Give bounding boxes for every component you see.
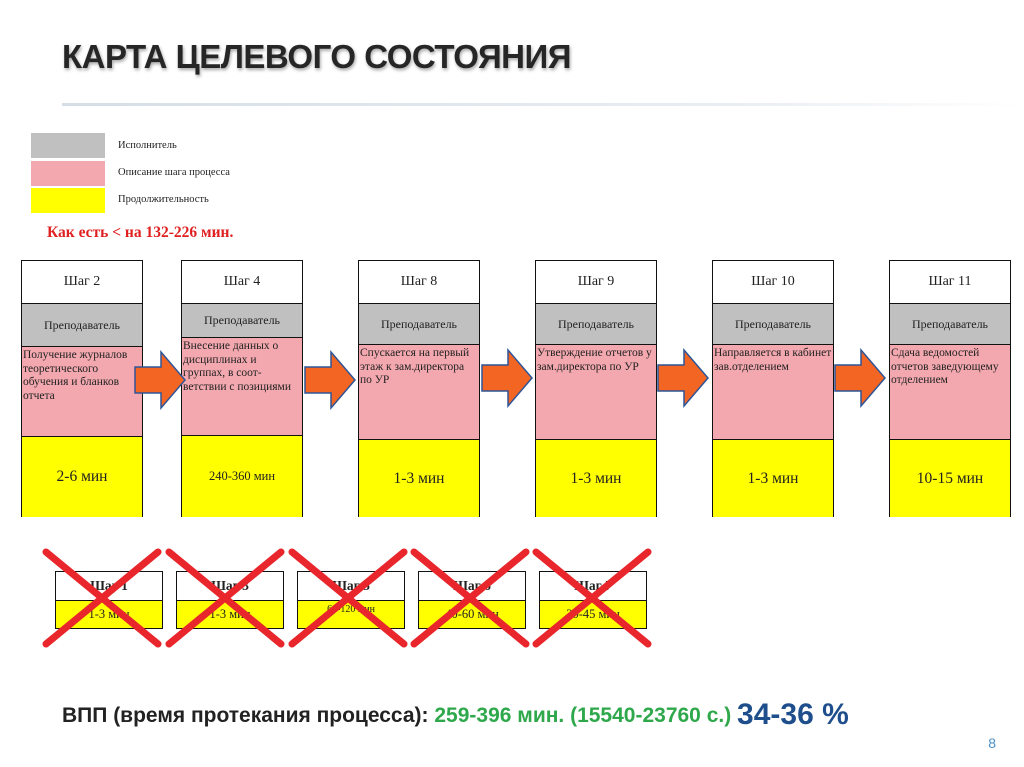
as-is-note: Как есть < на 132-226 мин.	[47, 224, 234, 241]
title-divider	[62, 103, 1024, 106]
step-description: Утверждение отчетов у зам.директора по У…	[536, 345, 656, 440]
legend-label-performer: Исполнитель	[118, 140, 177, 151]
step-title: Шаг 8	[359, 261, 479, 304]
cross-out-icon	[42, 548, 162, 648]
process-time-label: ВПП (время протекания процесса):	[62, 704, 429, 727]
step-performer: Преподаватель	[22, 304, 142, 347]
flow-arrow-icon	[481, 348, 533, 408]
step-title: Шаг 11	[890, 261, 1010, 304]
step-box-8: Шаг 8 Преподаватель Спускается на первый…	[358, 260, 480, 517]
step-performer: Преподаватель	[182, 304, 302, 338]
step-box-11: Шаг 11 Преподаватель Сдача ведомостей от…	[889, 260, 1011, 517]
legend-swatch-duration	[31, 188, 105, 213]
step-performer: Преподаватель	[359, 304, 479, 345]
page-number: 8	[988, 735, 996, 751]
step-duration: 10-15 мин	[890, 440, 1010, 517]
step-description: Сдача ведомостей отчетов заведующему отд…	[890, 345, 1010, 440]
step-description: Внесение данных о дисциплинах и группах,…	[182, 338, 302, 436]
step-title: Шаг 9	[536, 261, 656, 304]
step-duration: 1-3 мин	[713, 440, 833, 517]
step-title: Шаг 10	[713, 261, 833, 304]
page-title: КАРТА ЦЕЛЕВОГО СОСТОЯНИЯ	[62, 38, 571, 75]
step-box-4: Шаг 4 Преподаватель Внесение данных о ди…	[181, 260, 303, 517]
cross-out-icon	[288, 548, 408, 648]
step-performer: Преподаватель	[890, 304, 1010, 345]
process-time-value: 259-396 мин. (15540-23760 с.)	[434, 704, 732, 727]
step-title: Шаг 4	[182, 261, 302, 304]
step-performer: Преподаватель	[536, 304, 656, 345]
process-time-percent: 34-36 %	[737, 698, 849, 731]
cross-out-icon	[532, 548, 652, 648]
step-duration: 2-6 мин	[22, 437, 142, 517]
step-duration: 1-3 мин	[536, 440, 656, 517]
legend-swatch-performer	[31, 133, 105, 158]
step-box-9: Шаг 9 Преподаватель Утверждение отчетов …	[535, 260, 657, 517]
flow-arrow-icon	[657, 348, 709, 408]
cross-out-icon	[165, 548, 285, 648]
legend-label-description: Описание шага процесса	[118, 167, 230, 178]
step-performer: Преподаватель	[713, 304, 833, 345]
legend-swatch-description	[31, 161, 105, 186]
step-box-10: Шаг 10 Преподаватель Направляется в каби…	[712, 260, 834, 517]
step-description: Спускается на первый этаж к зам.директор…	[359, 345, 479, 440]
step-description: Получение журналов теоретического обучен…	[22, 347, 142, 437]
cross-out-icon	[410, 548, 530, 648]
legend-label-duration: Продолжительность	[118, 194, 209, 205]
step-duration: 1-3 мин	[359, 440, 479, 517]
flow-arrow-icon	[134, 350, 186, 410]
step-box-2: Шаг 2 Преподаватель Получение журналов т…	[21, 260, 143, 517]
flow-arrow-icon	[834, 348, 886, 408]
step-title: Шаг 2	[22, 261, 142, 304]
step-description: Направляется в кабинет зав.отделением	[713, 345, 833, 440]
flow-arrow-icon	[304, 350, 356, 410]
step-duration: 240-360 мин	[182, 436, 302, 517]
process-time-summary: ВПП (время протекания процесса): 259-396…	[62, 696, 849, 731]
